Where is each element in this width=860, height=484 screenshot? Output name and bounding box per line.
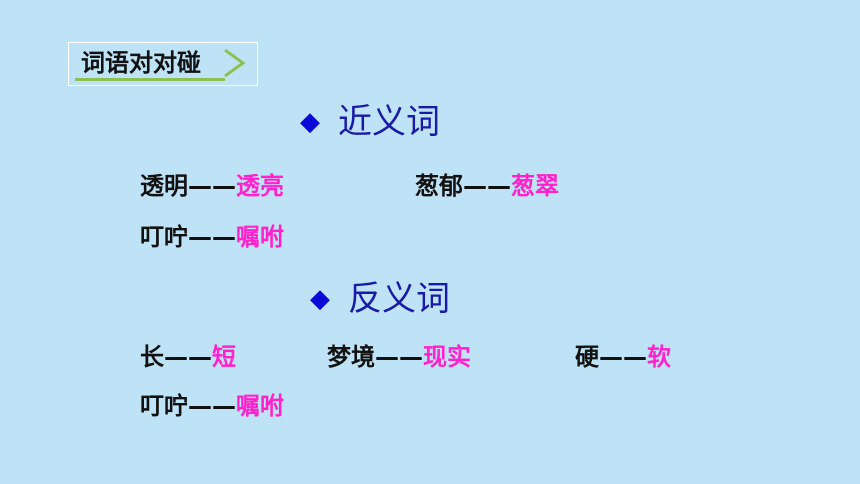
page-title: 词语对对碰 <box>81 49 201 77</box>
antonyms-heading-text: 反义词 <box>348 279 450 319</box>
antonym-pair: 梦境——现实 <box>327 341 471 373</box>
pair-word: 硬 <box>575 343 599 371</box>
diamond-bullet-icon: ◆ <box>300 107 320 137</box>
pair-answer: 现实 <box>423 343 471 371</box>
synonym-pair: 叮咛——嘱咐 <box>140 221 284 253</box>
pair-word: 透明 <box>140 172 188 200</box>
title-tag: 词语对对碰 <box>75 45 225 81</box>
pair-word: 长 <box>140 343 164 371</box>
antonym-pair: 叮咛——嘱咐 <box>140 390 284 422</box>
pair-dash: —— <box>463 172 511 200</box>
synonyms-heading: ◆ 近义词 <box>300 102 440 142</box>
pair-dash: —— <box>164 343 212 371</box>
pair-answer: 透亮 <box>236 172 284 200</box>
antonyms-heading: ◆ 反义词 <box>310 279 450 319</box>
chevron-right-icon <box>224 49 246 77</box>
pair-dash: —— <box>188 172 236 200</box>
pair-answer: 嘱咐 <box>236 223 284 251</box>
diamond-bullet-icon: ◆ <box>310 284 330 314</box>
pair-word: 叮咛 <box>140 392 188 420</box>
synonym-pair: 葱郁——葱翠 <box>415 170 559 202</box>
antonym-pair: 长——短 <box>140 341 236 373</box>
pair-answer: 嘱咐 <box>236 392 284 420</box>
pair-answer: 软 <box>647 343 671 371</box>
pair-answer: 短 <box>212 343 236 371</box>
pair-answer: 葱翠 <box>511 172 559 200</box>
pair-word: 梦境 <box>327 343 375 371</box>
antonym-pair: 硬——软 <box>575 341 671 373</box>
pair-dash: —— <box>188 223 236 251</box>
title-box: 词语对对碰 <box>68 42 258 86</box>
pair-dash: —— <box>375 343 423 371</box>
pair-word: 叮咛 <box>140 223 188 251</box>
pair-dash: —— <box>188 392 236 420</box>
synonyms-heading-text: 近义词 <box>338 102 440 142</box>
synonym-pair: 透明——透亮 <box>140 170 284 202</box>
pair-dash: —— <box>599 343 647 371</box>
pair-word: 葱郁 <box>415 172 463 200</box>
